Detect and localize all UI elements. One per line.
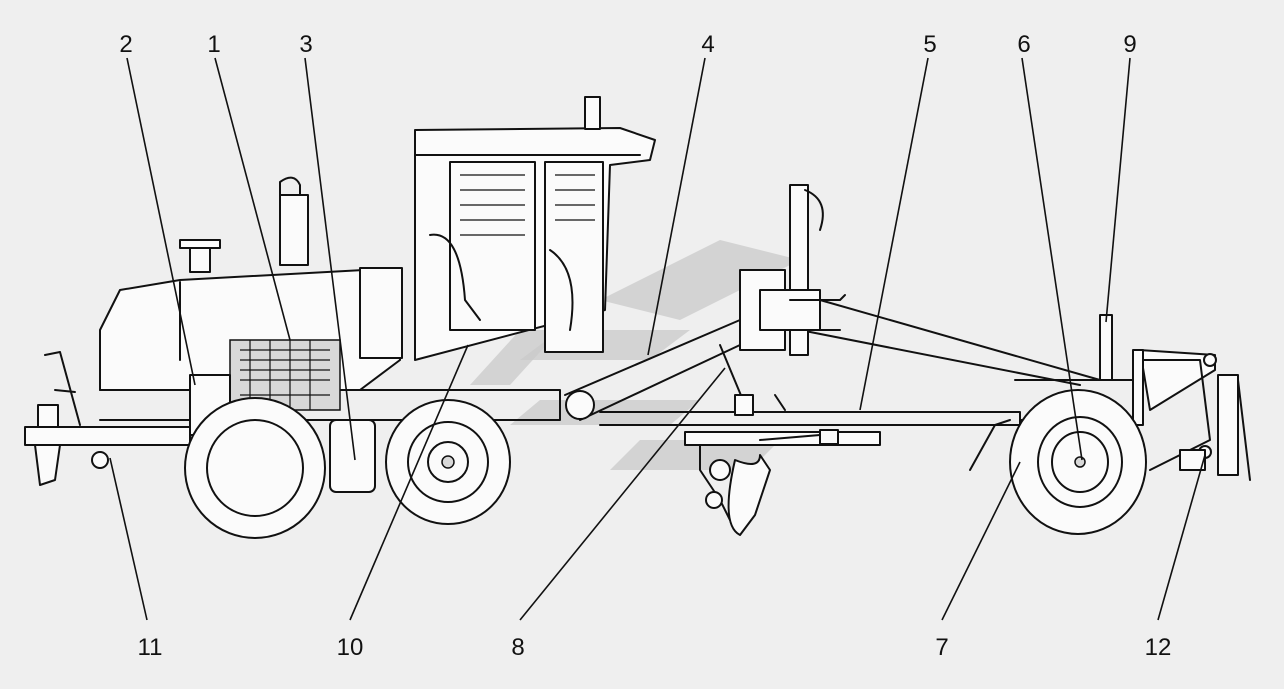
moldboard: [684, 429, 881, 536]
rear-ripper: [24, 351, 191, 486]
callout-9: 9: [1123, 31, 1136, 58]
rear-wheel-2: [385, 399, 511, 525]
rear-wheel-1: [184, 397, 326, 539]
callout-4: 4: [701, 31, 714, 58]
callout-1: 1: [207, 31, 220, 58]
callout-6: 6: [1017, 31, 1030, 58]
callout-2: 2: [119, 31, 132, 58]
callout-7: 7: [935, 634, 948, 661]
callout-8: 8: [511, 634, 524, 661]
tandem-cover: [329, 419, 376, 493]
cab: [414, 96, 656, 361]
blade-lift-assembly: [719, 184, 846, 416]
callout-12: 12: [1145, 634, 1172, 661]
callout-11: 11: [138, 634, 163, 661]
front-push-plate: [969, 314, 1251, 481]
callout-3: 3: [299, 31, 312, 58]
leader-lines: [109, 57, 1206, 621]
callout-labels: 1 2 3 4 5 6 9 10 8 11 7 12: [119, 31, 1171, 661]
front-wheel: [1009, 389, 1147, 535]
callout-5: 5: [923, 31, 936, 58]
callout-10: 10: [337, 634, 364, 661]
